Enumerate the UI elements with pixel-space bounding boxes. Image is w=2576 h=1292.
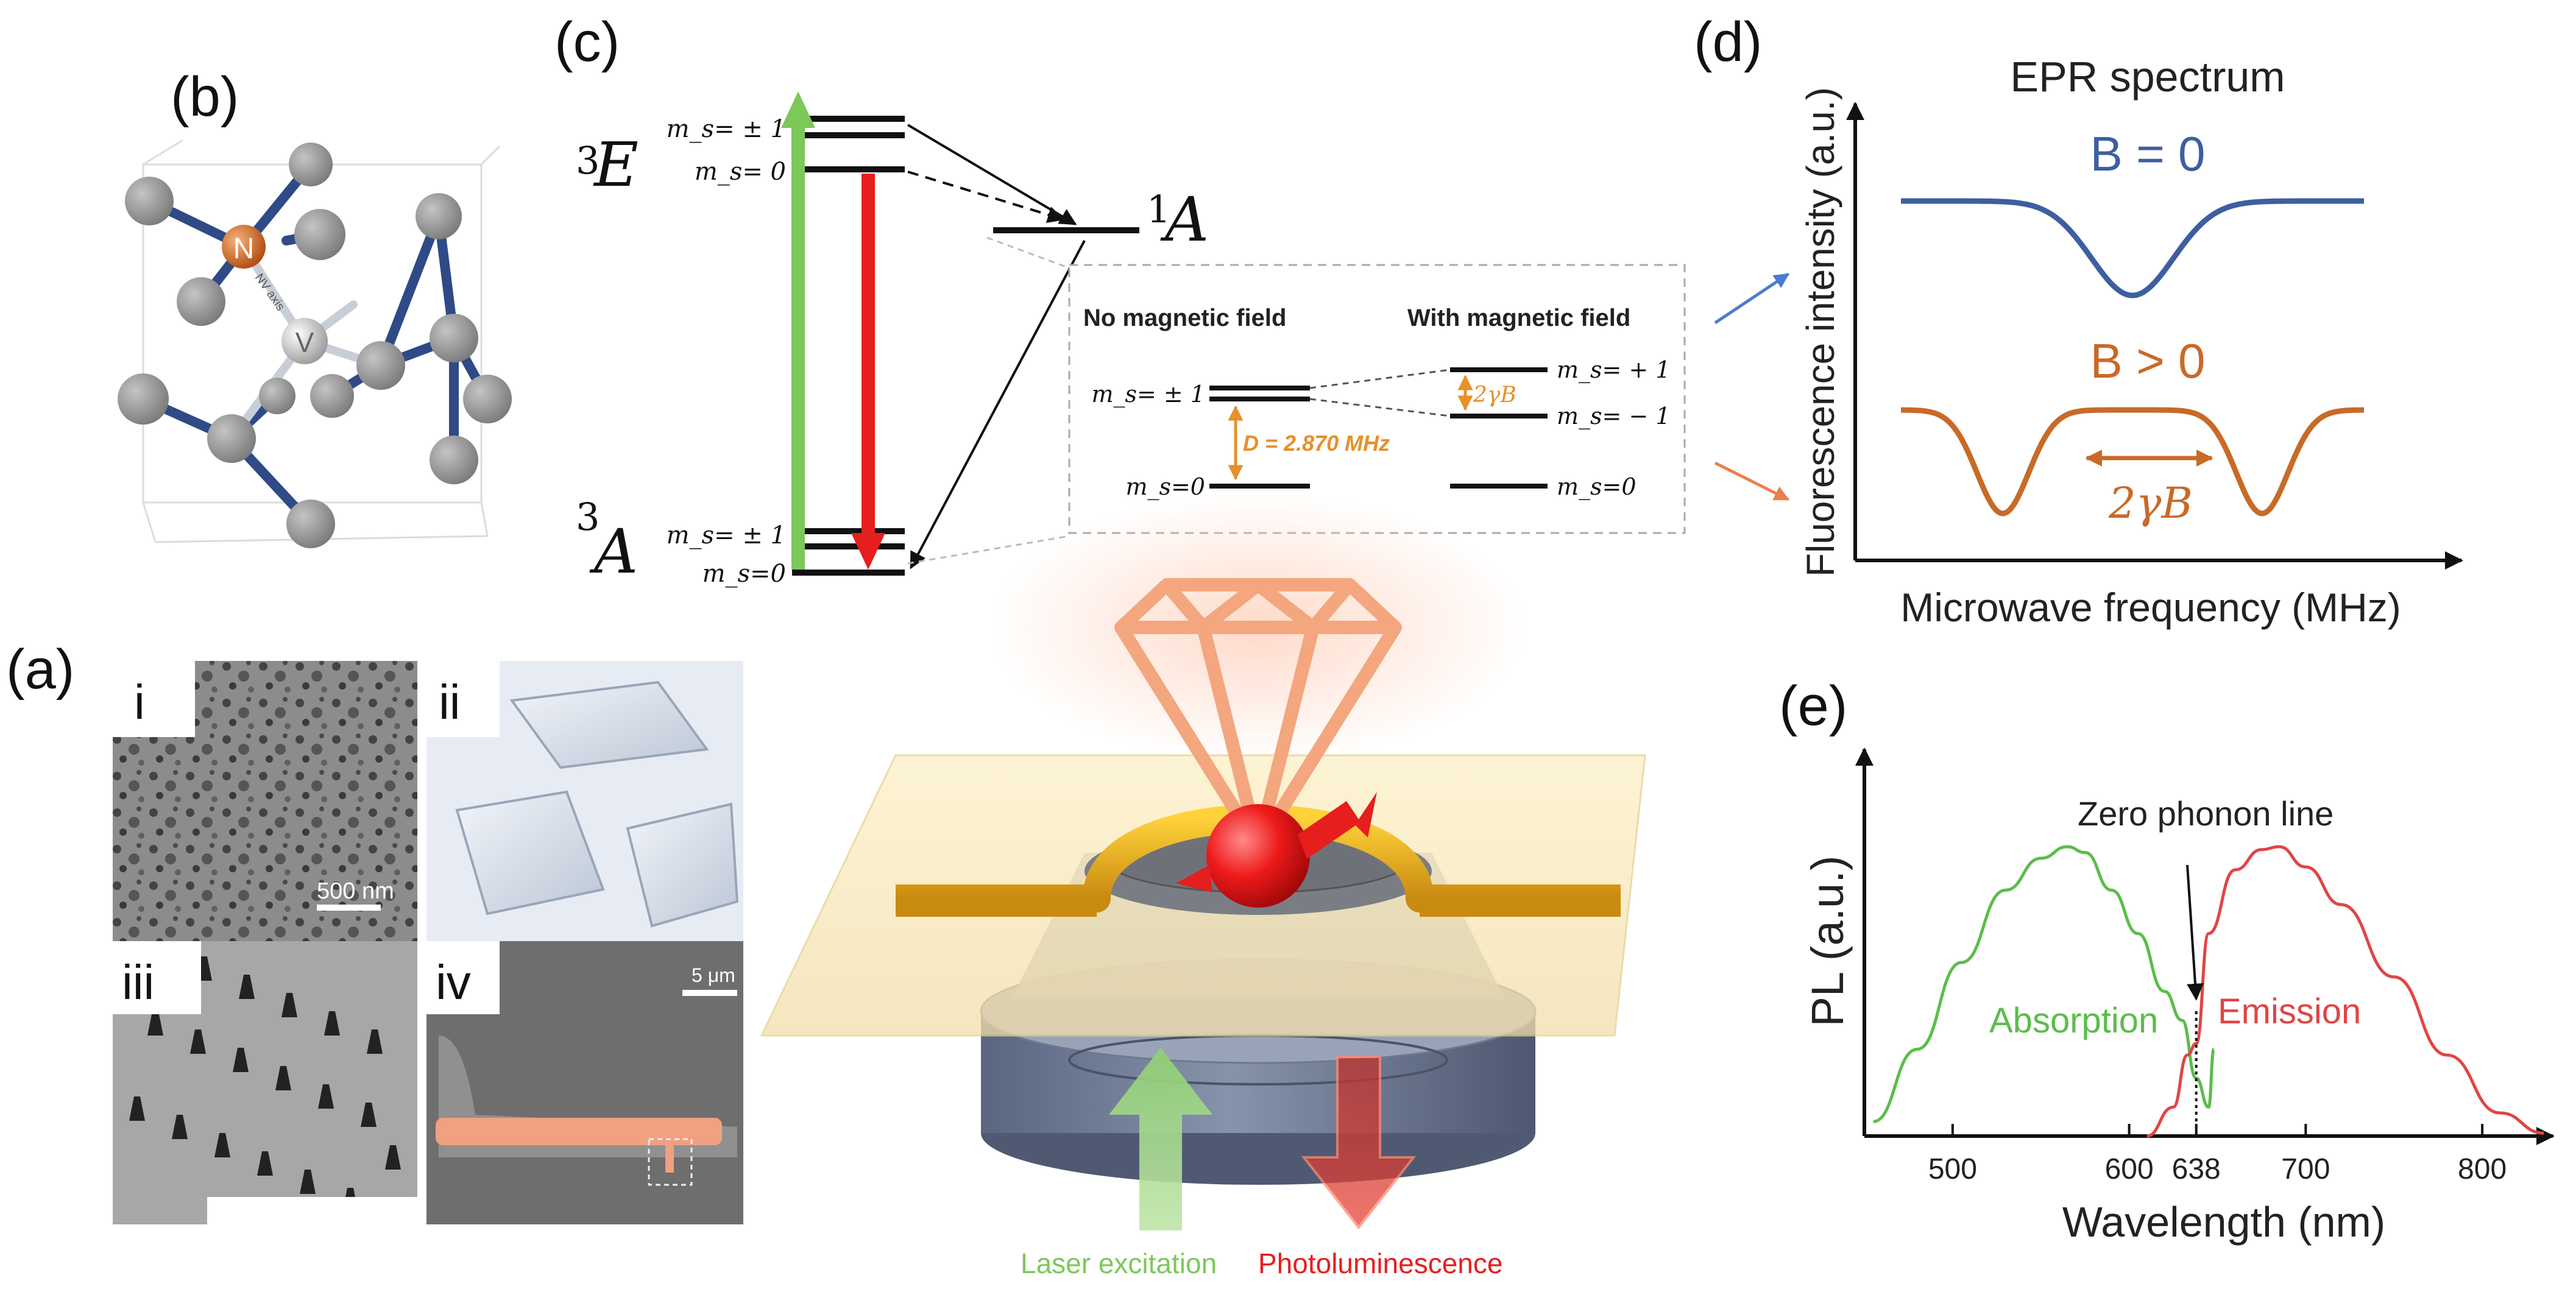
nitrogen-atom [222, 225, 266, 269]
panel-label-c: (c) [554, 11, 620, 73]
panel-label-a: (a) [6, 638, 74, 701]
epr-split-label: 2γB [2108, 478, 2193, 528]
state-3a-label: A [589, 516, 638, 587]
epr-ylabel: Fluorescence intensity (a.u.) [1799, 87, 1842, 577]
ms-0-3a: m_s=0 [702, 560, 786, 588]
inset-ms0-right: m_s=0 [1557, 473, 1637, 501]
panel-label-e: (e) [1779, 675, 1847, 737]
laser-arrow [1109, 1048, 1212, 1230]
pl-ylabel: PL (a.u.) [1802, 855, 1853, 1026]
pillar-array [129, 956, 401, 1212]
epr-title: EPR spectrum [2010, 53, 2285, 101]
nitrogen-label: N [233, 233, 255, 265]
micrograph-grid: i 500 nm ii [113, 661, 743, 1227]
inset-ms-minus1: m_s= − 1 [1557, 403, 1671, 430]
inset-ms0-left: m_s=0 [1125, 473, 1205, 501]
pl-emission-curve [2146, 845, 2544, 1138]
panel-label-b: (b) [171, 66, 239, 128]
state-1a-label: A [1160, 184, 1209, 255]
energy-level-diagram: 3 E 3 A 1 A m_s= ± 1 m_s= 0 m_s= ± 1 m_s… [576, 91, 1686, 588]
pl-xlabel: Wavelength (nm) [2062, 1198, 2385, 1246]
panel-label-d: (d) [1694, 11, 1762, 73]
micrograph-label-iv: iv [436, 955, 471, 1009]
inset-title-no-field: No magnetic field [1083, 305, 1286, 331]
emission-label: Emission [2218, 992, 2361, 1031]
zpl-annotation-arrow [2186, 864, 2204, 1001]
sup-1a: 1 [1147, 187, 1170, 231]
zeeman-inset [1068, 264, 1686, 534]
nv-lattice-diagram: N V NV axis [118, 139, 512, 548]
state-3e-label: E [593, 129, 639, 200]
ms-pm1-3a: m_s= ± 1 [667, 521, 786, 549]
connector-arrow-orange [1714, 461, 1790, 501]
ms-pm1-3e: m_s= ± 1 [667, 115, 786, 143]
epr-series-b0 [1901, 198, 2364, 298]
nv-spin [1206, 804, 1310, 908]
connector-arrow-blue [1714, 272, 1790, 325]
pl-arrow [1301, 1056, 1417, 1230]
epr-xlabel: Microwave frequency (MHz) [1900, 585, 2401, 630]
ms-0-3e: m_s= 0 [695, 158, 786, 186]
nanobeam [436, 1118, 722, 1145]
nv-device-illustration: Laser excitation Photoluminescence [760, 493, 1646, 1279]
inset-title-with-field: With magnetic field [1407, 305, 1630, 331]
epr-series-bpos [1901, 407, 2364, 517]
zpl-annotation: Zero phonon line [2078, 794, 2334, 833]
pl-x-tick-label: 700 [2281, 1153, 2330, 1185]
pl-label: Photoluminescence [1258, 1248, 1502, 1279]
inset-zeeman-split: 2γB [1473, 383, 1516, 408]
sup-3a: 3 [576, 495, 600, 539]
inset-ms-plus1: m_s= + 1 [1557, 356, 1671, 384]
epr-label-bpos: B > 0 [2090, 334, 2205, 388]
epr-label-b0: B = 0 [2090, 127, 2205, 181]
scalebar-label-iv: 5 μm [692, 964, 735, 986]
micrograph-label-ii: ii [439, 675, 461, 729]
nv-axis-label: NV axis [252, 271, 288, 313]
pl-x-tick-label: 600 [2105, 1153, 2154, 1185]
epr-chart: EPR spectrum Microwave frequency (MHz) F… [1799, 53, 2463, 630]
laser-label: Laser excitation [1021, 1248, 1217, 1279]
scalebar-label-i: 500 nm [317, 878, 394, 904]
sup-3e: 3 [576, 138, 600, 183]
pl-x-tick-label: 800 [2458, 1153, 2507, 1185]
pl-chart: PL (a.u.) Wavelength (nm) 500 600 638 700 80… [1802, 747, 2555, 1246]
micrograph-label-iii: iii [122, 955, 154, 1009]
pl-absorption-curve [1873, 845, 2216, 1123]
pl-x-tick-label: 638 [2172, 1153, 2221, 1185]
vacancy-label: V [295, 327, 314, 358]
vacancy-site [281, 318, 328, 364]
pl-x-tick-label: 500 [1928, 1153, 1977, 1185]
micrograph-label-i: i [134, 675, 145, 729]
inset-ms-pm1: m_s= ± 1 [1091, 381, 1205, 408]
absorption-label: Absorption [1989, 1001, 2158, 1040]
zero-field-splitting: D = 2.870 MHz [1243, 431, 1390, 456]
